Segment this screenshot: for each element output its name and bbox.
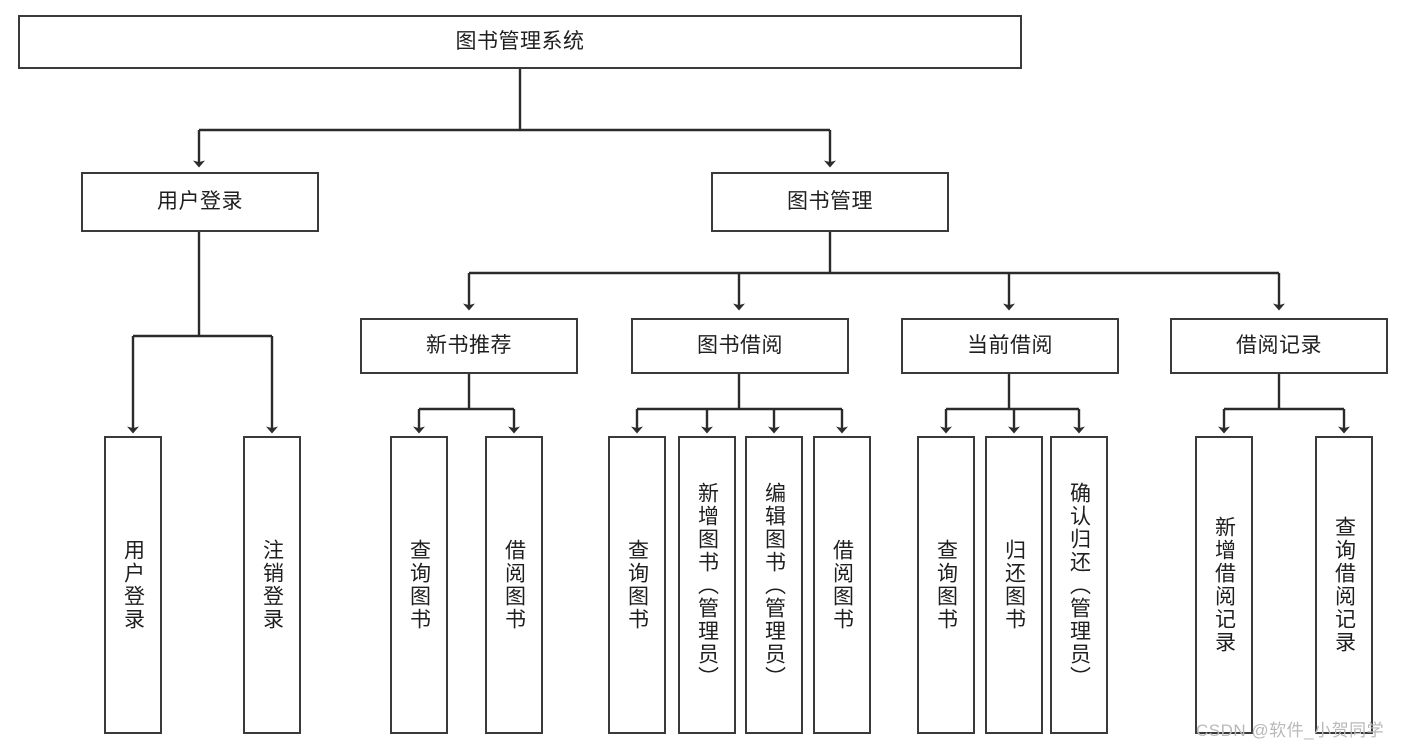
node-leaf-add-book-label: 新增图书（管理员） <box>695 481 719 689</box>
edge-group-root <box>193 69 836 168</box>
node-leaf-query-record[interactable]: 查询借阅记录 <box>1315 436 1373 734</box>
node-leaf-add-record[interactable]: 新增借阅记录 <box>1195 436 1253 734</box>
node-leaf-logout[interactable]: 注销登录 <box>243 436 301 734</box>
node-leaf-confirm-return-label: 确认归还（管理员） <box>1067 481 1091 689</box>
edge-group-user-login <box>127 232 278 434</box>
edge-group-borrow-record <box>1218 374 1350 434</box>
node-leaf-query-book-1-label: 查询图书 <box>407 539 431 631</box>
node-leaf-edit-book-label: 编辑图书（管理员） <box>762 481 786 689</box>
node-current-borrow[interactable]: 当前借阅 <box>901 318 1119 374</box>
node-book-manage-label: 图书管理 <box>787 189 873 213</box>
node-leaf-add-record-label: 新增借阅记录 <box>1212 516 1236 654</box>
node-leaf-borrow-book-1[interactable]: 借阅图书 <box>485 436 543 734</box>
node-leaf-confirm-return[interactable]: 确认归还（管理员） <box>1050 436 1108 734</box>
node-leaf-edit-book[interactable]: 编辑图书（管理员） <box>745 436 803 734</box>
node-leaf-logout-label: 注销登录 <box>260 539 284 631</box>
edge-group-book-manage <box>463 232 1285 311</box>
node-leaf-borrow-book-2[interactable]: 借阅图书 <box>813 436 871 734</box>
node-user-login-label: 用户登录 <box>157 189 243 213</box>
node-book-borrow-label: 图书借阅 <box>697 333 783 357</box>
node-leaf-return-book-label: 归还图书 <box>1002 539 1026 631</box>
node-current-borrow-label: 当前借阅 <box>967 333 1053 357</box>
node-leaf-return-book[interactable]: 归还图书 <box>985 436 1043 734</box>
node-borrow-record[interactable]: 借阅记录 <box>1170 318 1388 374</box>
node-user-login[interactable]: 用户登录 <box>81 172 319 232</box>
node-leaf-user-login-label: 用户登录 <box>121 539 145 631</box>
node-borrow-record-label: 借阅记录 <box>1236 333 1322 357</box>
node-leaf-query-book-3[interactable]: 查询图书 <box>917 436 975 734</box>
node-book-borrow[interactable]: 图书借阅 <box>631 318 849 374</box>
node-leaf-query-book-3-label: 查询图书 <box>934 539 958 631</box>
node-leaf-borrow-book-1-label: 借阅图书 <box>502 539 526 631</box>
edge-group-new-book-recommend <box>413 374 520 434</box>
node-new-book-recommend[interactable]: 新书推荐 <box>360 318 578 374</box>
node-leaf-query-book-1[interactable]: 查询图书 <box>390 436 448 734</box>
edge-group-book-borrow <box>631 374 848 434</box>
node-leaf-query-book-2-label: 查询图书 <box>625 539 649 631</box>
node-book-manage[interactable]: 图书管理 <box>711 172 949 232</box>
edge-group-current-borrow <box>940 374 1085 434</box>
node-leaf-user-login[interactable]: 用户登录 <box>104 436 162 734</box>
node-new-book-recommend-label: 新书推荐 <box>426 333 512 357</box>
node-leaf-query-book-2[interactable]: 查询图书 <box>608 436 666 734</box>
node-leaf-query-record-label: 查询借阅记录 <box>1332 516 1356 654</box>
node-root[interactable]: 图书管理系统 <box>18 15 1022 69</box>
node-leaf-add-book[interactable]: 新增图书（管理员） <box>678 436 736 734</box>
node-leaf-borrow-book-2-label: 借阅图书 <box>830 539 854 631</box>
node-root-label: 图书管理系统 <box>455 29 585 53</box>
